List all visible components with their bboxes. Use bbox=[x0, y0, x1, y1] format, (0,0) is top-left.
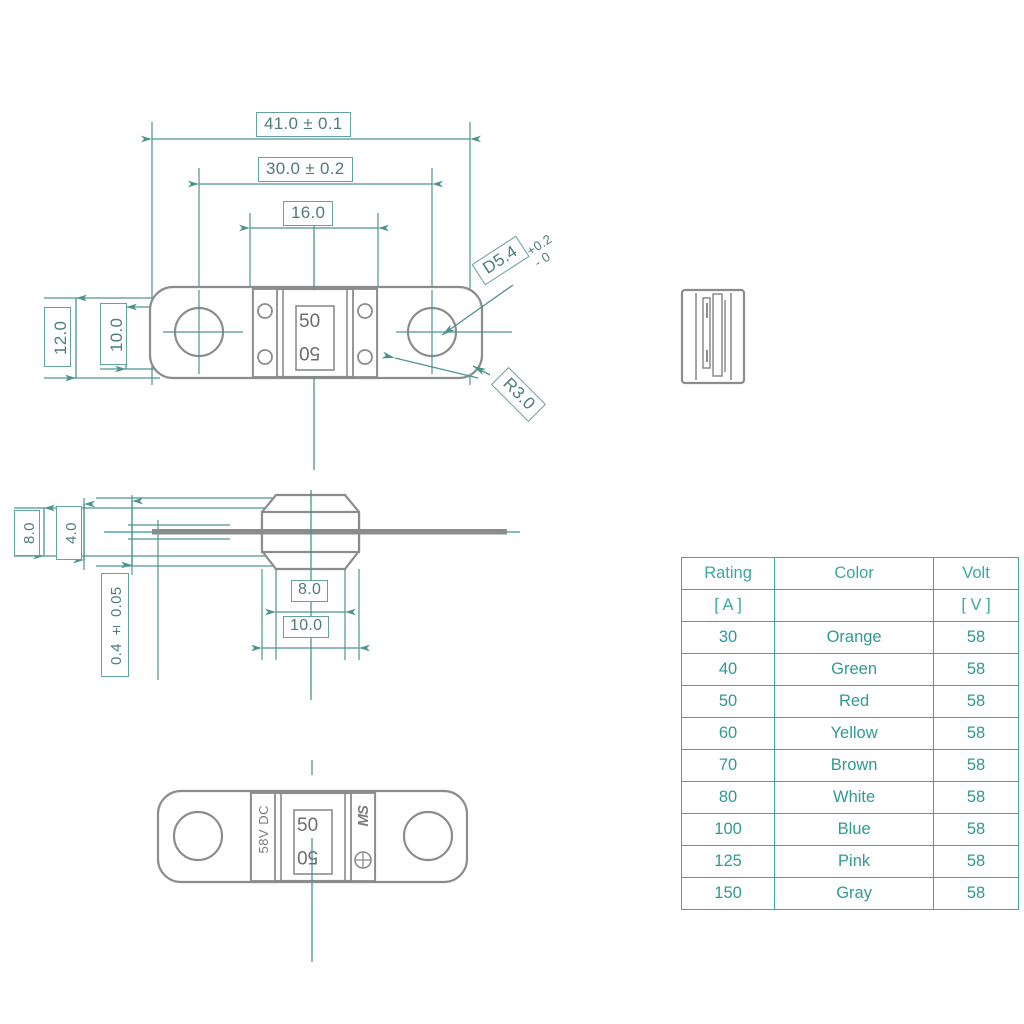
header-unit-amp: [ A ] bbox=[680, 589, 776, 622]
cell-volt: 58 bbox=[933, 845, 1019, 878]
cell-color: Orange bbox=[774, 621, 935, 654]
cell-rating: 150 bbox=[680, 877, 776, 910]
cell-volt: 58 bbox=[933, 717, 1019, 750]
cell-rating: 100 bbox=[680, 813, 776, 846]
table-row: 50 Red 58 bbox=[680, 685, 1019, 718]
cell-color: Red bbox=[774, 685, 935, 718]
cell-rating: 40 bbox=[680, 653, 776, 686]
header-rating: Rating bbox=[680, 557, 776, 590]
bottom-view-voltage-marking: 58V DC bbox=[256, 805, 271, 854]
side-view-geometry bbox=[14, 490, 520, 700]
cell-volt: 58 bbox=[933, 781, 1019, 814]
table-row: 150 Gray 58 bbox=[680, 877, 1019, 910]
table-header-row-1: Rating Color Volt bbox=[680, 557, 1019, 590]
cell-rating: 70 bbox=[680, 749, 776, 782]
table-row: 100 Blue 58 bbox=[680, 813, 1019, 846]
brand-logo-icon: MS bbox=[355, 806, 372, 827]
table-row: 30 Orange 58 bbox=[680, 621, 1019, 654]
header-unit-volt: [ V ] bbox=[933, 589, 1019, 622]
cell-color: Green bbox=[774, 653, 935, 686]
table-row: 60 Yellow 58 bbox=[680, 717, 1019, 750]
cell-color: White bbox=[774, 781, 935, 814]
dim-blade-offset: 4.0 bbox=[56, 506, 82, 560]
cell-volt: 58 bbox=[933, 877, 1019, 910]
table-row: 40 Green 58 bbox=[680, 653, 1019, 686]
spec-table: Rating Color Volt [ A ] [ V ] 30 Orange … bbox=[680, 557, 1019, 910]
dim-overall-height: 8.0 bbox=[14, 510, 40, 556]
cell-rating: 50 bbox=[680, 685, 776, 718]
header-volt: Volt bbox=[933, 557, 1019, 590]
top-view-marking-bottom: 50 bbox=[299, 342, 321, 363]
cell-volt: 58 bbox=[933, 685, 1019, 718]
header-color: Color bbox=[774, 557, 935, 590]
table-header-row-2: [ A ] [ V ] bbox=[680, 589, 1019, 622]
end-view-geometry bbox=[680, 288, 746, 385]
cell-color: Blue bbox=[774, 813, 935, 846]
bottom-view-marking-top: 50 bbox=[297, 815, 319, 836]
table-row: 80 White 58 bbox=[680, 781, 1019, 814]
table-row: 125 Pink 58 bbox=[680, 845, 1019, 878]
header-unit-blank bbox=[774, 589, 935, 622]
dim-body-upper-width: 8.0 bbox=[291, 580, 329, 602]
cell-color: Gray bbox=[774, 877, 935, 910]
cell-rating: 30 bbox=[680, 621, 776, 654]
cell-volt: 58 bbox=[933, 653, 1019, 686]
cell-rating: 60 bbox=[680, 717, 776, 750]
cell-color: Pink bbox=[774, 845, 935, 878]
table-row: 70 Brown 58 bbox=[680, 749, 1019, 782]
cell-volt: 58 bbox=[933, 749, 1019, 782]
dim-tab-width: 12.0 bbox=[44, 307, 71, 367]
bottom-view-marking-bottom: 50 bbox=[297, 846, 319, 867]
cell-volt: 58 bbox=[933, 813, 1019, 846]
cell-rating: 125 bbox=[680, 845, 776, 878]
top-view-geometry bbox=[44, 122, 514, 470]
cell-color: Brown bbox=[774, 749, 935, 782]
dim-body-width: 16.0 bbox=[283, 201, 334, 226]
dim-blade-thickness: 0.4 ± 0.05 bbox=[101, 573, 129, 677]
cell-color: Yellow bbox=[774, 717, 935, 750]
dim-hole-centers: 30.0 ± 0.2 bbox=[258, 157, 353, 182]
bottom-view-geometry bbox=[156, 760, 469, 962]
dim-overall-length: 41.0 ± 0.1 bbox=[256, 112, 351, 137]
top-view-marking-top: 50 bbox=[299, 311, 321, 332]
dim-body-lower-width: 10.0 bbox=[283, 616, 330, 638]
cell-rating: 80 bbox=[680, 781, 776, 814]
cell-volt: 58 bbox=[933, 621, 1019, 654]
dim-blade-width: 10.0 bbox=[100, 303, 127, 365]
